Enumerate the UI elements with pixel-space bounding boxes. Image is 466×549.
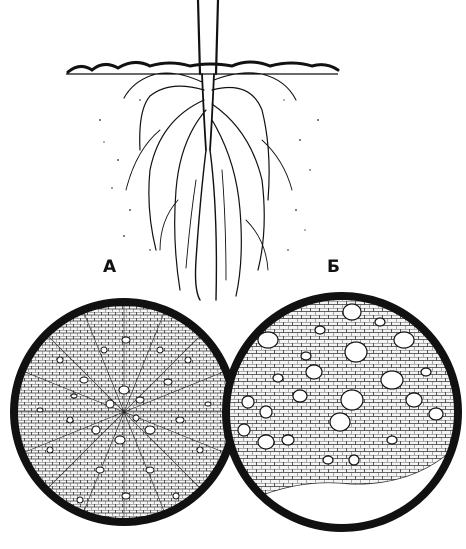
section-b-label: Б: [327, 259, 340, 276]
section-a-label: А: [103, 259, 116, 276]
root-system: [124, 0, 296, 300]
cross-section-b: [226, 296, 460, 540]
cross-section-a: [14, 300, 235, 524]
